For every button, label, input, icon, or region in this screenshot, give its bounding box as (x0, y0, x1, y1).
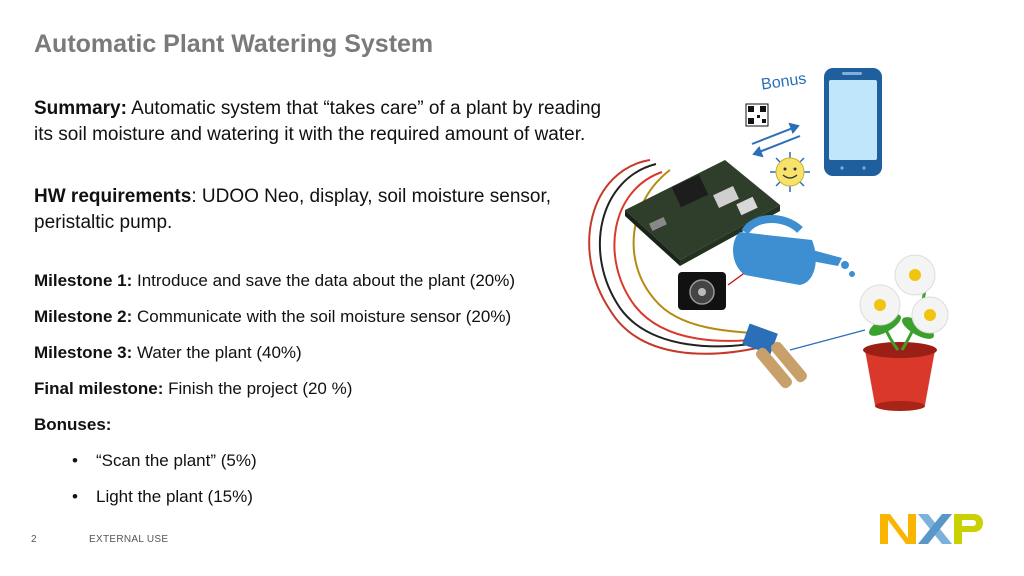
milestone-label: Milestone 1: (34, 271, 133, 290)
sensor-arrow (789, 329, 866, 351)
watering-can-icon (733, 215, 855, 285)
milestone-item: Milestone 1: Introduce and save the data… (34, 271, 515, 291)
footer-classification: EXTERNAL USE (89, 534, 169, 545)
slide-title: Automatic Plant Watering System (34, 30, 434, 58)
system-illustration: Bonus (588, 68, 949, 411)
milestone-item: Final milestone: Finish the project (20 … (34, 379, 352, 399)
flower-pot-icon (859, 254, 949, 411)
flower (894, 254, 936, 296)
nxp-logo-x (918, 514, 952, 544)
bonus-text: “Scan the plant” (5%) (96, 451, 257, 470)
sync-arrows (751, 122, 801, 158)
milestone-text: Finish the project (20 %) (163, 379, 353, 398)
bullet-icon: • (72, 451, 78, 470)
qr-code-icon (745, 103, 769, 127)
bonus-text: Light the plant (15%) (96, 487, 253, 506)
summary-paragraph: Summary: Automatic system that “takes ca… (34, 96, 614, 148)
hw-text: : UDOO Neo, display, soil moisture senso… (34, 186, 552, 233)
milestone-item: Milestone 3: Water the plant (40%) (34, 343, 302, 363)
nxp-logo (880, 514, 983, 544)
pump-icon (678, 272, 726, 310)
bonus-item: • Light the plant (15%) (72, 487, 253, 507)
hw-label: HW requirements (34, 186, 192, 207)
hw-requirements-paragraph: HW requirements: UDOO Neo, display, soil… (34, 184, 574, 236)
milestone-text: Introduce and save the data about the pl… (132, 271, 516, 290)
sensor-icon (742, 323, 807, 389)
flower (859, 284, 901, 326)
bonuses-label: Bonuses: (34, 415, 112, 434)
bonuses-heading: Bonuses: (34, 415, 111, 435)
bonus-item: • “Scan the plant” (5%) (72, 451, 257, 471)
sun-icon (770, 152, 810, 192)
smartphone-icon (824, 68, 882, 176)
milestone-text: Communicate with the soil moisture senso… (132, 307, 512, 326)
milestone-item: Milestone 2: Communicate with the soil m… (34, 307, 511, 327)
flower (911, 296, 949, 334)
milestone-text: Water the plant (40%) (132, 343, 302, 362)
nxp-logo-p (954, 514, 983, 544)
nxp-logo-n (880, 514, 916, 544)
milestone-label: Milestone 3: (34, 343, 133, 362)
bonus-tag: Bonus (760, 70, 807, 93)
bullet-icon: • (72, 487, 78, 506)
summary-text: Automatic system that “takes care” of a … (34, 98, 602, 145)
milestone-label: Final milestone: (34, 379, 164, 398)
milestone-label: Milestone 2: (34, 307, 133, 326)
summary-label: Summary: (34, 98, 127, 119)
page-number: 2 (31, 534, 37, 545)
